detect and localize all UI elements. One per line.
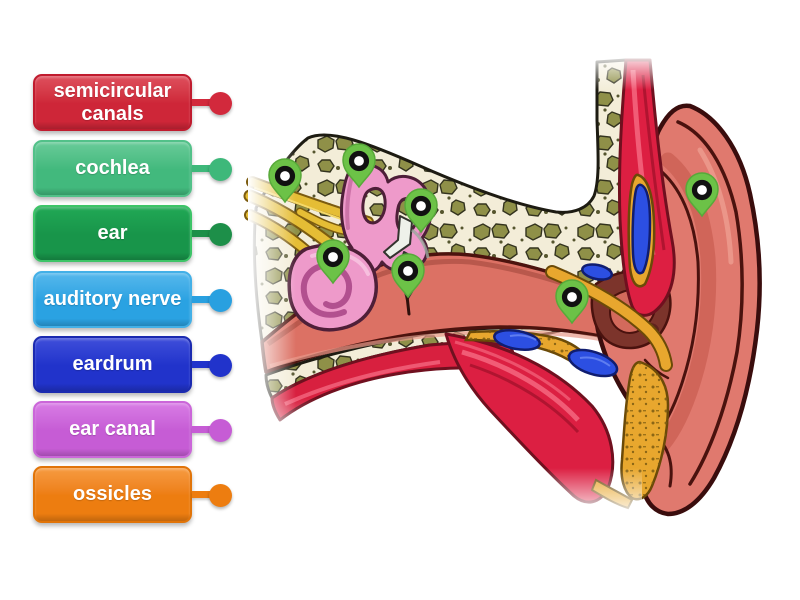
blue-vessels xyxy=(493,183,652,378)
diagram-pin-7[interactable] xyxy=(685,172,719,218)
label-pin-stem xyxy=(192,99,214,106)
label-pin-stem xyxy=(192,230,214,237)
label-text: ear xyxy=(97,222,128,245)
label-chip-ear-canal[interactable]: ear canal xyxy=(33,401,192,458)
label-text: ear canal xyxy=(69,418,156,441)
label-eardrum: eardrum xyxy=(33,336,233,393)
label-pin-dot xyxy=(209,288,232,312)
label-chip-ossicles[interactable]: ossicles xyxy=(33,466,192,523)
label-chip-auditory-nerve[interactable]: auditory nerve xyxy=(33,271,192,328)
label-auditory-nerve: auditory nerve xyxy=(33,271,233,328)
label-pin-stem xyxy=(192,296,214,303)
edge-fades xyxy=(248,52,695,520)
label-chip-cochlea[interactable]: cochlea xyxy=(33,140,192,197)
label-pin-stem xyxy=(192,426,214,433)
label-text: eardrum xyxy=(72,353,153,376)
label-pin-dot xyxy=(209,91,232,115)
labels-panel: semicircular canals cochlea ear auditory… xyxy=(0,0,240,600)
label-ossicles: ossicles xyxy=(33,466,233,523)
label-semicircular-canals: semicircular canals xyxy=(33,74,233,131)
label-chip-ear[interactable]: ear xyxy=(33,205,192,262)
diagram-pin-3[interactable] xyxy=(404,188,438,234)
label-text: auditory nerve xyxy=(43,288,182,311)
label-pin-stem xyxy=(192,361,214,368)
diagram-pin-5[interactable] xyxy=(391,253,425,299)
label-ear: ear xyxy=(33,205,233,262)
diagram-pin-6[interactable] xyxy=(555,279,589,325)
diagram-pin-1[interactable] xyxy=(268,158,302,204)
label-pin-dot xyxy=(209,222,232,246)
label-chip-eardrum[interactable]: eardrum xyxy=(33,336,192,393)
label-text: semicircular canals xyxy=(53,80,172,125)
label-text: ossicles xyxy=(73,483,152,506)
label-pin-dot xyxy=(209,483,232,507)
label-pin-dot xyxy=(209,157,232,181)
label-pin-stem xyxy=(192,165,214,172)
label-text: cochlea xyxy=(75,157,150,180)
diagram-pin-2[interactable] xyxy=(342,143,376,189)
label-ear-canal: ear canal xyxy=(33,401,233,458)
label-chip-semicircular-canals[interactable]: semicircular canals xyxy=(33,74,192,131)
label-cochlea: cochlea xyxy=(33,140,233,197)
label-pin-dot xyxy=(209,418,232,442)
label-pin-dot xyxy=(209,353,232,377)
label-pin-stem xyxy=(192,491,214,498)
diagram-pin-4[interactable] xyxy=(316,239,350,285)
